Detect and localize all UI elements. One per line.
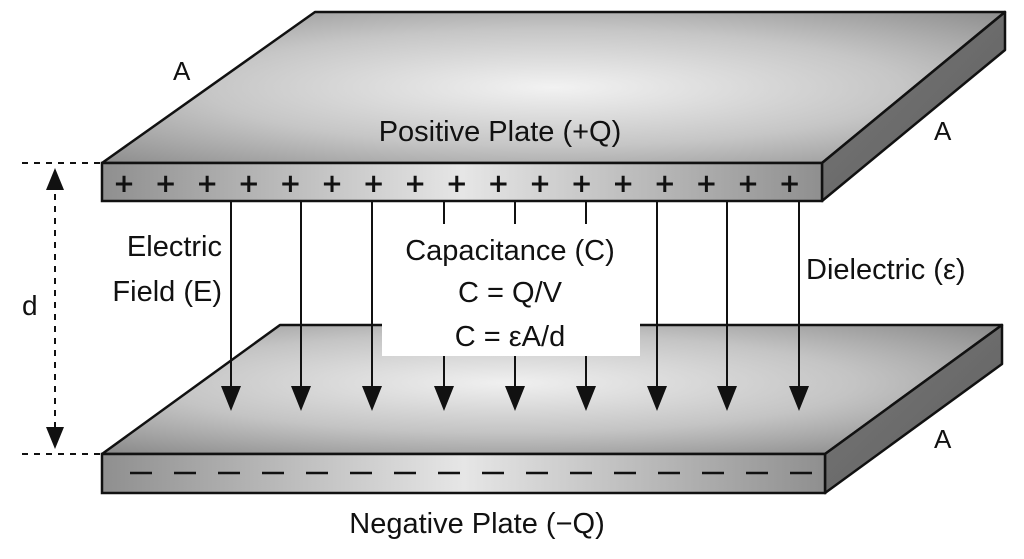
positive-charge-sign: + [280,169,302,199]
negative-plate-label: Negative Plate (−Q) [349,508,604,540]
positive-charge-sign: + [196,169,218,199]
positive-charge-sign: + [571,169,593,199]
positive-charge-sign: + [696,169,718,199]
field-arrow-head [717,386,737,411]
field-arrow-head [789,386,809,411]
field-arrow [362,201,382,411]
field-arrow [291,201,311,411]
field-arrow [717,201,737,411]
formula-ratio: C = Q/V [458,277,563,309]
field-arrow-head [434,386,454,411]
positive-charge-sign: + [488,169,510,199]
formula-geometry: C = εA/d [455,321,565,353]
distance-arrow-head-up [46,168,64,190]
field-arrow [221,201,241,411]
field-arrow [647,201,667,411]
positive-charge-sign: + [404,169,426,199]
positive-charge-sign: + [529,169,551,199]
area-label-top-right: A [934,116,952,146]
field-arrow [434,201,454,411]
positive-charge-sign: + [654,169,676,199]
field-arrow [505,201,525,411]
positive-plate-front-face [100,161,824,203]
field-arrow-head [362,386,382,411]
positive-charge-sign: + [779,169,801,199]
positive-charge-sign: + [612,169,634,199]
capacitance-label: Capacitance (C) [405,235,615,267]
positive-charge-sign: + [321,169,343,199]
area-label-top-left: A [173,56,191,86]
positive-charge-sign: + [737,169,759,199]
positive-plate: + + + + + + + + + + + + + + + + + [100,10,1007,203]
distance-label: d [22,290,38,321]
dielectric-label: Dielectric (ε) [806,254,966,286]
positive-charge-sign: + [363,169,385,199]
formula-box [382,322,640,356]
field-arrow [576,201,596,411]
distance-arrow-head-down [46,427,64,449]
positive-charge-sign: + [238,169,260,199]
positive-charges: + + + + + + + + + + + + + + + + + [113,169,800,199]
positive-charge-sign: + [155,169,177,199]
field-label-line2: Field (E) [112,276,222,308]
field-lines [221,201,809,411]
positive-charge-sign: + [113,169,135,199]
negative-plate [100,323,1004,495]
area-label-bottom-right: A [934,424,952,454]
field-arrow-head [291,386,311,411]
positive-plate-label: Positive Plate (+Q) [379,116,622,148]
field-arrow [789,201,809,411]
field-arrow-head [647,386,667,411]
positive-charge-sign: + [446,169,468,199]
field-label-line1: Electric [127,231,222,263]
field-arrow-head [505,386,525,411]
distance-marker [22,162,102,455]
field-arrow-head [576,386,596,411]
field-arrow-head [221,386,241,411]
